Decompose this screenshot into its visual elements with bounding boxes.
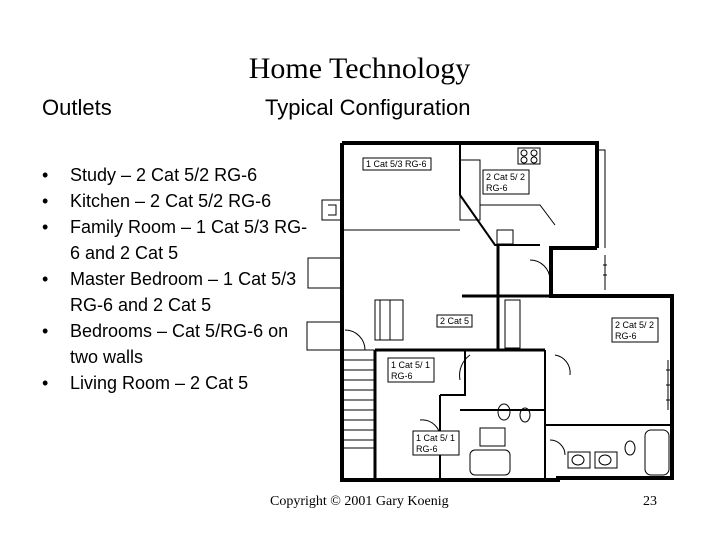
bullet-master-bedroom: Master Bedroom – 1 Cat 5/3 RG-6 and 2 Ca…	[42, 266, 312, 318]
copyright-footer: Copyright © 2001 Gary Koenig	[270, 494, 449, 509]
bedroom2-outlet-label-2: RG-6	[416, 444, 438, 454]
outlets-heading: Outlets	[42, 95, 112, 120]
master-outlet-label-1: 2 Cat 5/ 2	[615, 320, 654, 330]
bedroom1-outlet-label-1: 1 Cat 5/ 1	[391, 360, 430, 370]
bedroom1-outlet-label-2: RG-6	[391, 371, 413, 381]
kitchen-outlet-label-1: 2 Cat 5/ 2	[486, 172, 525, 182]
outlet-list: Study – 2 Cat 5/2 RG-6 Kitchen – 2 Cat 5…	[42, 162, 312, 396]
study-outlet-label: 1 Cat 5/3 RG-6	[366, 159, 427, 169]
bullet-kitchen: Kitchen – 2 Cat 5/2 RG-6	[42, 188, 312, 214]
bullet-study: Study – 2 Cat 5/2 RG-6	[42, 162, 312, 188]
configuration-heading: Typical Configuration	[265, 95, 471, 120]
master-outlet-label-2: RG-6	[615, 331, 637, 341]
bullet-living-room: Living Room – 2 Cat 5	[42, 370, 312, 396]
page-number: 23	[643, 494, 657, 509]
bedroom2-outlet-label-1: 1 Cat 5/ 1	[416, 433, 455, 443]
slide-title: Home Technology	[248, 52, 471, 85]
bullet-family-room: Family Room – 1 Cat 5/3 RG-6 and 2 Cat 5	[42, 214, 312, 266]
floor-plan: 1 Cat 5/3 RG-6 2 Cat 5/ 2 RG-6 2 Cat 5 2…	[306, 141, 674, 482]
bullet-bedrooms: Bedrooms – Cat 5/RG-6 on two walls	[42, 318, 312, 370]
family-outlet-label: 2 Cat 5	[440, 316, 469, 326]
kitchen-outlet-label-2: RG-6	[486, 183, 508, 193]
